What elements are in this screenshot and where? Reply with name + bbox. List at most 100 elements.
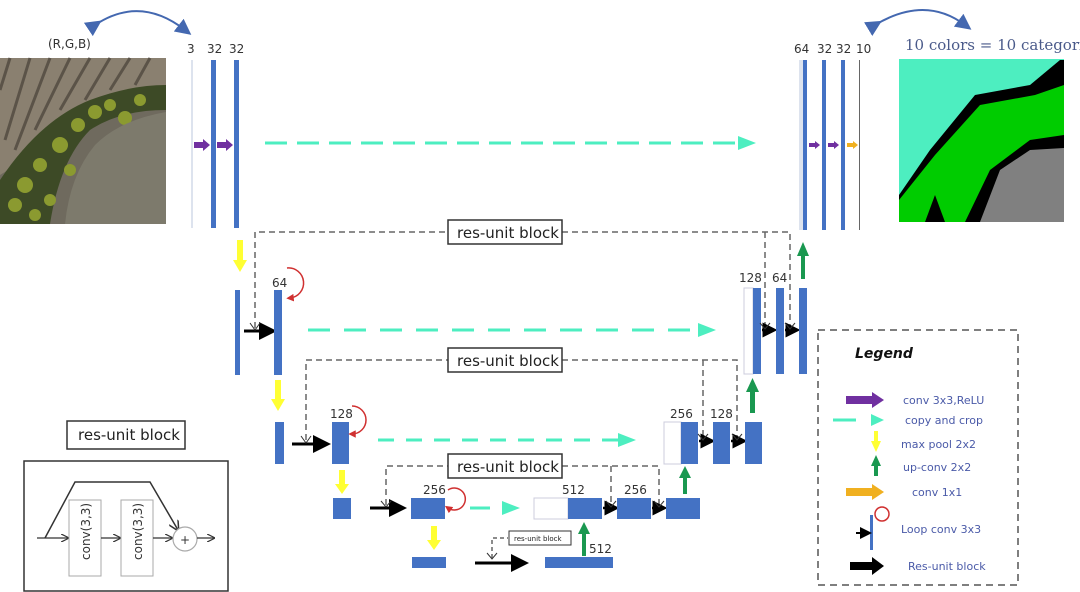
- legend-label: up-conv 2x2: [903, 461, 971, 474]
- input-channel-label: 3: [187, 42, 195, 56]
- res-unit-block-label-small: res-unit block: [514, 535, 563, 543]
- legend-max-pool-icon: [871, 431, 881, 452]
- legend-label: conv 3x3,ReLU: [903, 394, 984, 407]
- feature-map: [275, 422, 284, 464]
- output-link-arrow: [864, 9, 972, 36]
- merge-arrow: [380, 500, 392, 508]
- up-conv-arrow: [679, 466, 691, 494]
- res-unit-path: [562, 359, 738, 440]
- input-channel-label: 32: [229, 42, 244, 56]
- output-channel-label: 32: [817, 42, 832, 56]
- bottom-channel-label: 512: [589, 542, 612, 556]
- input-link-arrow: [83, 10, 192, 37]
- level-channel-label: 128: [710, 407, 733, 421]
- feature-map: [332, 422, 349, 464]
- input-caption: (R,G,B): [48, 37, 91, 51]
- input-aerial-image: [0, 57, 166, 224]
- legend-label: Loop conv 3x3: [901, 523, 981, 536]
- level-channel-label: 256: [624, 483, 647, 497]
- copy-crop-arrowhead: [738, 136, 756, 150]
- feature-map: [666, 498, 700, 519]
- feature-map: [713, 422, 730, 464]
- input-channel-label: 32: [207, 42, 222, 56]
- loop-conv-icon: [286, 267, 305, 302]
- max-pool-arrow: [233, 240, 247, 272]
- legend-res-unit-icon: [850, 557, 884, 575]
- conv-relu-arrow: [194, 139, 210, 151]
- merge-arrow: [697, 433, 709, 441]
- merge-arrow: [653, 500, 665, 508]
- feature-map: [211, 60, 216, 228]
- max-pool-arrow: [271, 380, 285, 411]
- output-channel-label: 32: [836, 42, 851, 56]
- up-conv-arrow: [797, 242, 809, 279]
- copy-crop-arrowhead: [502, 501, 520, 515]
- feature-map: [545, 557, 613, 568]
- feature-map: [803, 60, 807, 230]
- output-channel-label: 64: [794, 42, 809, 56]
- legend-conv1x1-icon: [846, 484, 884, 500]
- res-unit-path: [305, 359, 448, 440]
- merge-arrow: [759, 322, 771, 330]
- feature-map: [841, 60, 845, 230]
- legend-up-conv-icon: [871, 455, 881, 476]
- trees: [8, 94, 146, 221]
- res-unit-block-label: res-unit block: [457, 458, 559, 476]
- conv-box: [68, 499, 102, 577]
- feature-map: [274, 290, 282, 375]
- res-unit-block-box: [447, 219, 563, 245]
- res-unit-block-box: [447, 347, 563, 373]
- feature-map: [411, 498, 445, 519]
- feature-map: [776, 288, 784, 374]
- level-channel-label: 128: [739, 271, 762, 285]
- feature-map: [412, 557, 446, 568]
- inset-title: res-unit block: [78, 426, 180, 444]
- legend-box: [817, 329, 1019, 586]
- level-channel-label: 512: [562, 483, 585, 497]
- conv1x1-arrow: [847, 141, 858, 149]
- inset-title-box: [66, 420, 186, 450]
- copy-crop-arrowhead: [618, 433, 636, 447]
- merge-arrow: [486, 552, 498, 560]
- legend-conv-relu-icon: [846, 392, 884, 408]
- level-channel-label: 256: [423, 483, 446, 497]
- output-caption: 10 colors = 10 categories: [905, 36, 1080, 54]
- feature-map: [617, 498, 651, 519]
- legend-copy-crop-icon: [871, 414, 884, 426]
- level-channel-label: 64: [272, 276, 287, 290]
- loop-conv-icon: [348, 405, 367, 438]
- loop-conv-icon: [444, 487, 467, 514]
- feature-map: [235, 290, 240, 375]
- merge-arrow: [731, 433, 743, 441]
- level-channel-label: 256: [670, 407, 693, 421]
- conv-box-label: conv(3,3): [131, 503, 145, 560]
- output-channel-label: 10: [856, 42, 871, 56]
- conv-relu-arrow: [828, 141, 839, 149]
- res-unit-path: [385, 465, 448, 505]
- feature-map-copied: [663, 421, 682, 465]
- feature-map-input: [191, 60, 193, 228]
- legend-loop-conv-icon: [874, 506, 890, 522]
- conv-box: [120, 499, 154, 577]
- merge-arrow: [784, 322, 796, 330]
- up-conv-arrow: [578, 522, 590, 556]
- feature-map: [822, 60, 826, 230]
- conv-relu-arrow: [217, 139, 233, 151]
- max-pool-arrow: [335, 470, 349, 494]
- copy-crop-arrowhead: [698, 323, 716, 337]
- res-unit-block-box: [447, 453, 563, 479]
- feature-map: [799, 288, 807, 374]
- conv-box-label: conv(3,3): [79, 503, 93, 560]
- feature-map: [568, 498, 602, 519]
- res-unit-block-box-small: [508, 530, 572, 546]
- merge-arrow: [605, 500, 617, 508]
- conv-relu-arrow: [809, 141, 820, 149]
- level-channel-label: 64: [772, 271, 787, 285]
- res-unit-block-label: res-unit block: [457, 352, 559, 370]
- feature-map: [681, 422, 698, 464]
- skip-connection: [44, 481, 178, 539]
- res-unit-path: [562, 465, 660, 505]
- feature-map: [333, 498, 351, 519]
- add-node: [172, 526, 198, 552]
